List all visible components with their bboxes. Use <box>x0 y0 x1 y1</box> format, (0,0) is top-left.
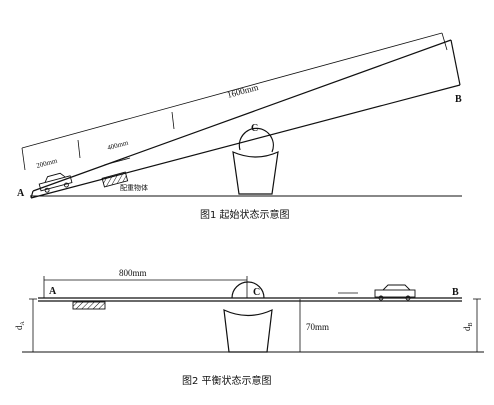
fig2-dimension-dA: dA <box>14 298 37 352</box>
fig1-label-A: A <box>17 188 25 199</box>
fig1-block-label: 配重物体 <box>120 183 148 192</box>
fig1-dim-total-text: 1600mm <box>226 82 260 100</box>
fig1-caption: 图1 起始状态示意图 <box>200 208 290 221</box>
fig2-dimension-dB: dB <box>462 298 481 352</box>
figure-1-start-state: 1600mm 200mm 400mm 配重物体 A B C 图1 起始状态示意图 <box>17 32 462 221</box>
fig2-caption: 图2 平衡状态示意图 <box>182 374 272 387</box>
fig2-dim-height-text: 70mm <box>306 322 329 332</box>
fig1-label-C: C <box>251 123 258 134</box>
fig2-weight-block <box>72 301 106 310</box>
fig2-car <box>338 284 416 301</box>
fig2-dimension-70: 70mm <box>299 299 329 352</box>
fig2-fulcrum <box>223 281 273 353</box>
fig2-dim-AC-text: 800mm <box>119 268 147 278</box>
fig1-weight-block <box>101 171 129 188</box>
fig1-dimension-1600: 1600mm <box>21 32 448 171</box>
figure-2-balanced-state: 800mm dA 70mm <box>14 268 484 387</box>
fig1-dim-seg1-text: 200mm <box>35 157 58 170</box>
fig1-dim-seg2-text: 400mm <box>106 139 129 152</box>
fig2-label-dB: dB <box>462 322 474 331</box>
fig1-car <box>38 172 73 193</box>
fig1-fulcrum <box>232 127 279 195</box>
fig1-seg2-arrow <box>103 157 131 166</box>
fig2-board <box>38 297 462 302</box>
fig2-label-A: A <box>49 286 57 297</box>
fig1-label-B: B <box>455 94 462 105</box>
fig1-inclined-board <box>30 39 461 199</box>
fig2-label-B: B <box>452 287 459 298</box>
fig2-dimension-800: 800mm <box>43 268 248 298</box>
fig2-label-dA: dA <box>14 321 26 331</box>
fig2-label-C: C <box>253 287 260 298</box>
